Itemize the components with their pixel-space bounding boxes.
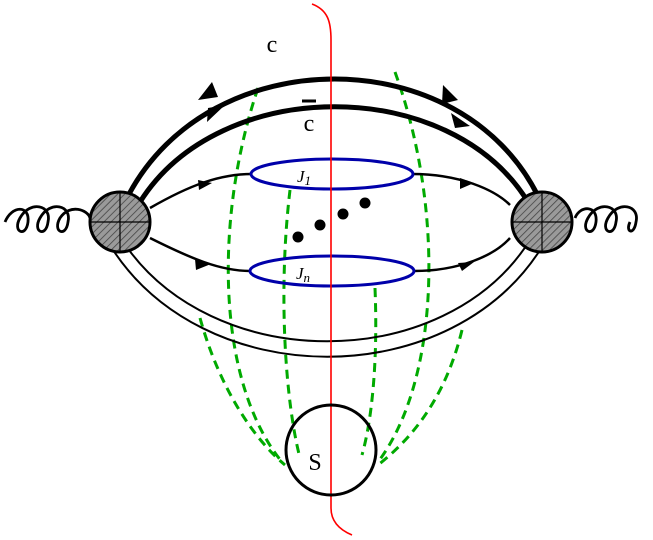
soft-gluon-line-2 [282,189,302,459]
soft-gluon-line-3 [198,317,286,467]
right-vertex-blob [510,190,574,254]
left-vertex-blob [88,190,152,254]
arrow-head-icon [195,259,211,270]
soft-gluon-line-5 [360,287,378,456]
charm-quark-line [125,76,541,198]
anticharm-quark-line [137,104,531,204]
jet-loop-n [248,254,416,288]
antiquark-label: c [304,111,315,137]
eikonal-double-line [107,239,546,358]
cut-line [311,3,353,536]
ellipsis-dots-icon [292,197,371,243]
jet-1-label: J1 [297,167,311,188]
jet-line-upper-right [411,172,511,206]
jet-loop-1 [249,157,415,191]
soft-gluon-lines [198,71,464,467]
soft-gluon-line-6 [377,329,464,467]
charm-quark-lines [125,76,541,204]
gluon-coil-icon [3,205,92,233]
arrow-head-icon [442,85,458,104]
arrow-head-icon [198,180,212,190]
jet-loops [248,157,416,288]
arrow-head-icon [460,178,474,189]
soft-function-blob [284,403,378,497]
quark-label: c [267,32,278,58]
arrow-head-icon [207,105,225,122]
soft-function-label: S [308,450,321,476]
jet-n-label: Jn [296,264,310,285]
arrow-head-icon [198,82,218,100]
gluon-coil-icon [573,205,638,233]
arrow-head-icon [458,262,474,271]
jet-line-lower-right [413,237,511,273]
arrow-heads [195,82,474,271]
soft-gluon-line-4 [376,71,431,463]
arrow-head-icon [451,113,470,128]
